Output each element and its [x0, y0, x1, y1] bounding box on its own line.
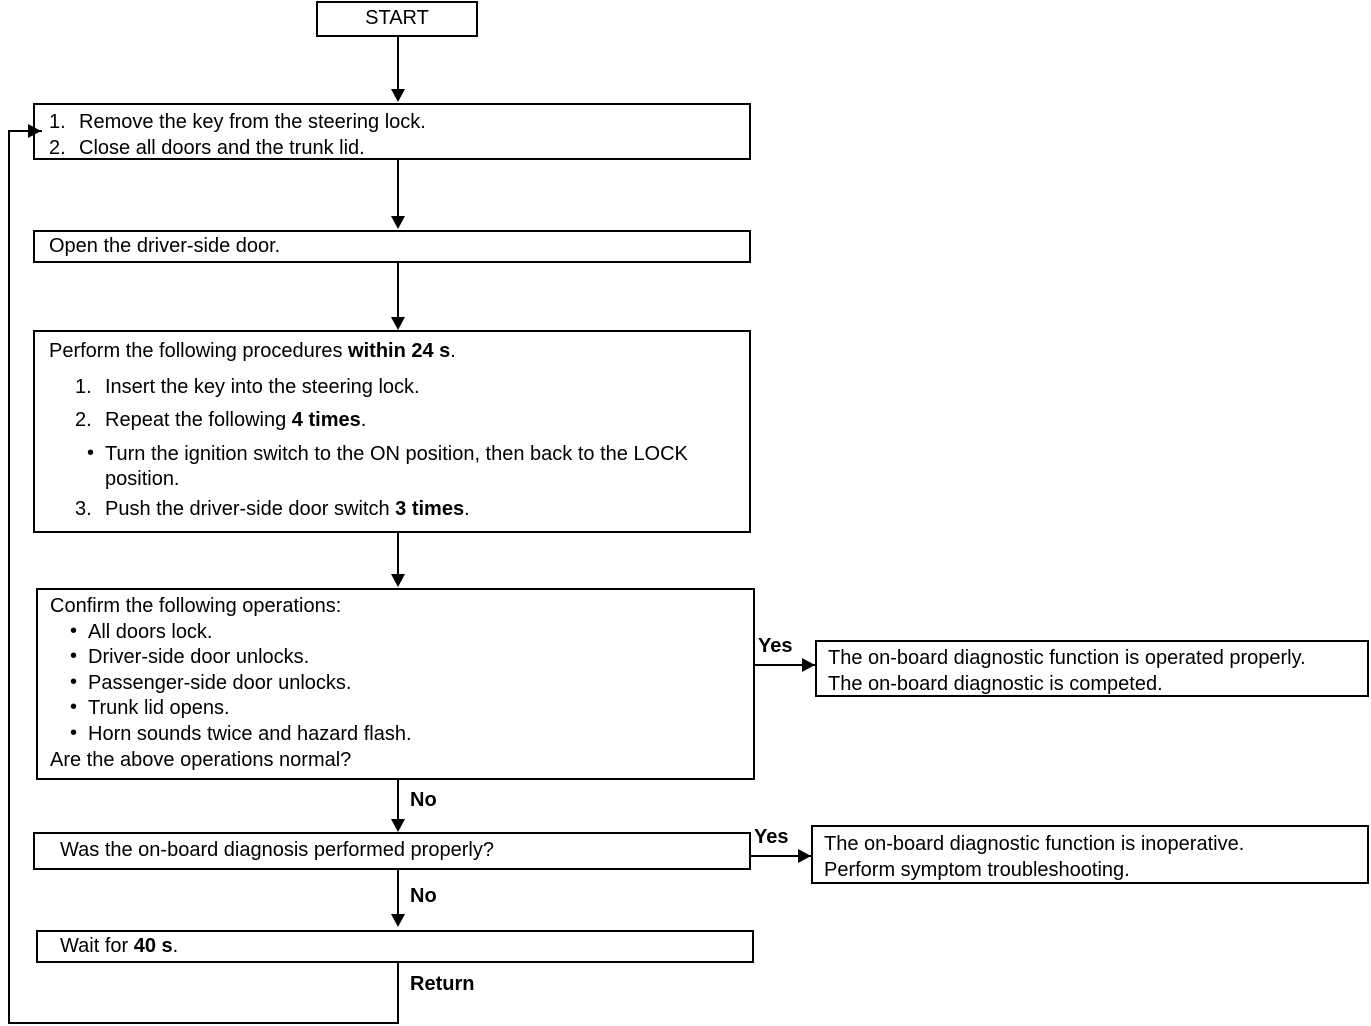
bullet-icon: •	[87, 441, 95, 464]
list-marker: 2.	[49, 136, 66, 159]
list-text: Horn sounds twice and hazard flash.	[88, 722, 412, 745]
connector-return-left	[8, 131, 10, 1022]
list-text-line1: Turn the ignition switch to the ON posit…	[105, 442, 688, 465]
wait-label-bold: 40 s	[133, 935, 173, 957]
list-text: Insert the key into the steering lock.	[105, 375, 420, 398]
list-text-post: .	[360, 409, 367, 432]
node-open-driver-door: Open the driver-side door.	[33, 230, 751, 263]
list-text: Remove the key from the steering lock.	[79, 111, 426, 133]
bullet-icon: •	[70, 721, 78, 744]
node-start: START	[316, 1, 478, 37]
node-step1: 1. Remove the key from the steering lock…	[33, 103, 751, 160]
connector-step1-to-step2	[397, 160, 399, 218]
node-result-ok: The on-board diagnostic function is oper…	[815, 640, 1369, 697]
bullet-icon: •	[70, 619, 78, 642]
connector-start-to-step1	[397, 37, 399, 93]
list-marker: 2.	[75, 409, 92, 432]
arrowhead-diagnosis-no	[391, 914, 405, 927]
bullet-icon: •	[70, 670, 78, 693]
list-marker: 1.	[75, 375, 92, 398]
list-text: Trunk lid opens.	[88, 697, 230, 720]
connector-confirm-yes	[755, 664, 817, 666]
list-text-bold: 3 times	[395, 497, 465, 520]
node-result-ng: The on-board diagnostic function is inop…	[811, 825, 1369, 884]
list-text: Passenger-side door unlocks.	[88, 671, 352, 694]
list-text: Close all doors and the trunk lid.	[79, 136, 365, 159]
list-text-pre: Repeat the following	[105, 409, 292, 432]
list-item: • Passenger-side door unlocks.	[66, 671, 753, 697]
list-text-bold: 4 times	[291, 409, 361, 432]
arrowhead-confirm-no	[391, 819, 405, 832]
arrowhead-step1-to-step2	[391, 216, 405, 229]
procedures-heading: Perform the following procedures within …	[49, 339, 749, 365]
list-text: Repeat the following 4 times.	[105, 409, 366, 431]
list-text-line2: position.	[105, 468, 180, 491]
node-wait: Wait for 40 s.	[36, 930, 754, 963]
list-item: • Turn the ignition switch to the ON pos…	[83, 442, 749, 493]
wait-label-post: .	[172, 935, 179, 957]
arrowhead-step2-to-step3	[391, 317, 405, 330]
node-open-driver-door-label: Open the driver-side door.	[49, 235, 281, 257]
result-ok-line2: The on-board diagnostic is competed.	[828, 672, 1163, 695]
list-text: Driver-side door unlocks.	[88, 646, 310, 669]
list-item: • Horn sounds twice and hazard flash.	[66, 722, 753, 748]
wait-label: Wait for 40 s.	[60, 935, 178, 957]
result-ok-line1: The on-board diagnostic function is oper…	[828, 647, 1306, 669]
arrowhead-return-into-step1	[28, 124, 41, 138]
connector-diagnosis-no	[397, 870, 399, 916]
list-item: 1. Insert the key into the steering lock…	[75, 375, 749, 401]
node-confirm-operations: Confirm the following operations: • All …	[36, 588, 755, 780]
list-text: All doors lock.	[88, 620, 213, 643]
step1-list: 1. Remove the key from the steering lock…	[49, 110, 749, 161]
connector-step3-to-confirm	[397, 533, 399, 575]
list-item: 3. Push the driver-side door switch 3 ti…	[75, 497, 749, 523]
list-text-pre: Push the driver-side door switch	[105, 497, 396, 520]
wait-label-pre: Wait for	[60, 935, 134, 957]
confirm-question: Are the above operations normal?	[50, 748, 352, 771]
list-marker: 1.	[49, 111, 66, 133]
list-item: • All doors lock.	[66, 620, 753, 646]
confirm-bullet-list: • All doors lock. • Driver-side door unl…	[50, 620, 753, 748]
node-diagnosis-question: Was the on-board diagnosis performed pro…	[33, 832, 751, 870]
list-item: 1. Remove the key from the steering lock…	[49, 110, 749, 136]
bullet-icon: •	[70, 696, 78, 719]
connector-step2-to-step3	[397, 263, 399, 319]
arrowhead-confirm-yes	[802, 658, 815, 672]
connector-return-into-step1	[8, 130, 42, 132]
bullet-icon: •	[70, 645, 78, 668]
connector-return-down	[397, 963, 399, 1024]
arrowhead-step3-to-confirm	[391, 574, 405, 587]
procedures-heading-bold: within 24 s	[348, 340, 451, 362]
list-item: • Driver-side door unlocks.	[66, 645, 753, 671]
connector-confirm-no	[397, 780, 399, 824]
list-item: 2. Close all doors and the trunk lid.	[49, 136, 749, 162]
result-ng-line1: The on-board diagnostic function is inop…	[824, 833, 1245, 855]
edge-label-yes-confirm: Yes	[758, 635, 793, 657]
list-text: Push the driver-side door switch 3 times…	[105, 498, 470, 520]
procedures-list: 1. Insert the key into the steering lock…	[75, 375, 749, 434]
procedures-heading-post: .	[450, 340, 456, 362]
list-text-post: .	[464, 497, 470, 520]
edge-label-no-diagnosis: No	[410, 885, 437, 907]
confirm-heading: Confirm the following operations:	[50, 595, 342, 617]
arrowhead-start-to-step1	[391, 89, 405, 102]
edge-label-yes-diagnosis: Yes	[754, 826, 789, 848]
list-item: • Trunk lid opens.	[66, 696, 753, 722]
edge-label-return: Return	[410, 973, 475, 995]
node-procedures: Perform the following procedures within …	[33, 330, 751, 533]
list-item: 2. Repeat the following 4 times.	[75, 408, 749, 434]
list-marker: 3.	[75, 497, 92, 520]
procedures-heading-pre: Perform the following procedures	[49, 340, 349, 362]
procedures-list-continued: 3. Push the driver-side door switch 3 ti…	[75, 497, 749, 523]
connector-return-bottom	[8, 1022, 399, 1024]
arrowhead-diagnosis-yes	[798, 849, 811, 863]
diagnosis-question-label: Was the on-board diagnosis performed pro…	[60, 839, 494, 861]
node-start-label: START	[365, 7, 429, 30]
edge-label-no-confirm: No	[410, 789, 437, 811]
result-ng-line2: Perform symptom troubleshooting.	[824, 858, 1130, 881]
connector-diagnosis-yes	[751, 855, 813, 857]
procedures-bullet-list: • Turn the ignition switch to the ON pos…	[75, 442, 749, 493]
